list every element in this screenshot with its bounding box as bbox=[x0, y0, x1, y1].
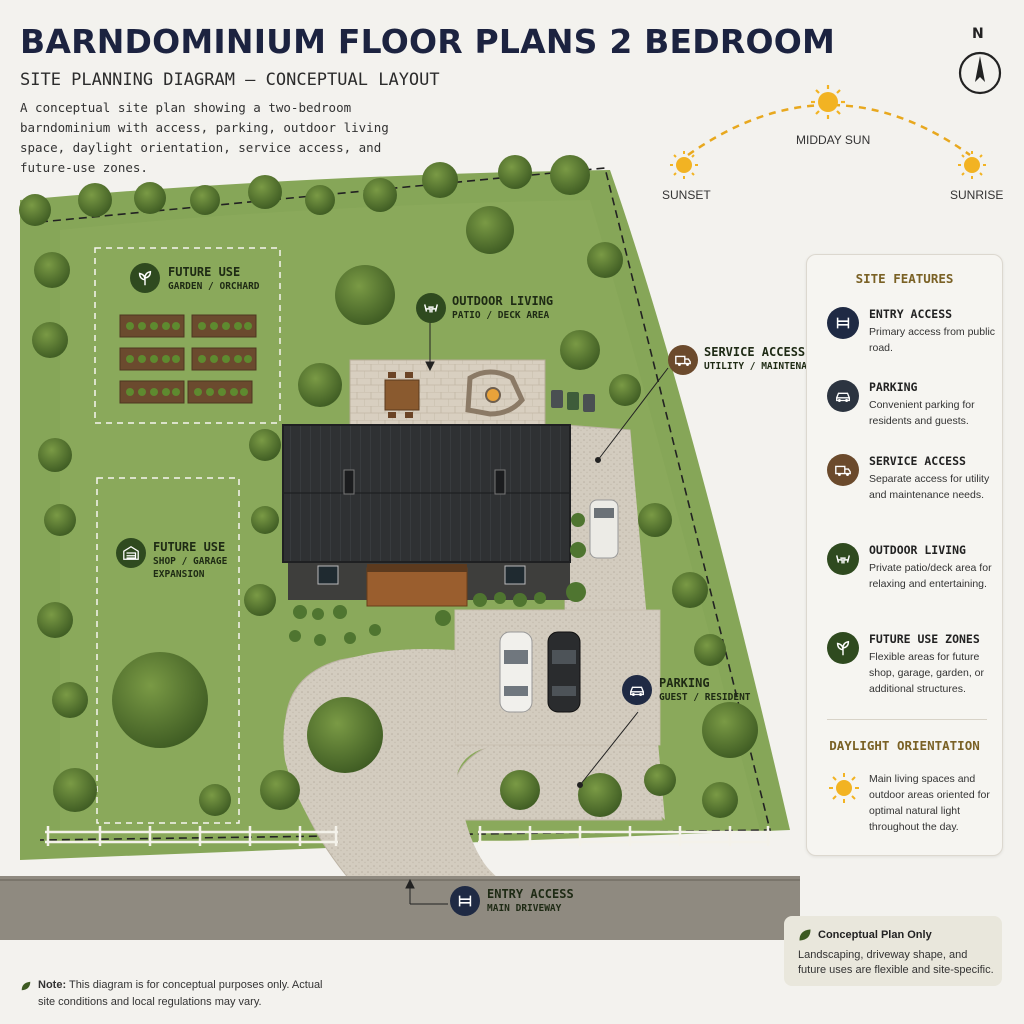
feature-title: PARKING bbox=[869, 380, 918, 394]
leaf-icon bbox=[799, 929, 811, 941]
sun-path-arc bbox=[670, 85, 986, 179]
outdoor-living-label: OUTDOOR LIVING PATIO / DECK AREA bbox=[452, 294, 553, 321]
fence-right bbox=[478, 826, 770, 846]
sun-icon bbox=[958, 151, 986, 179]
dining-table bbox=[384, 372, 420, 418]
fence-left bbox=[45, 826, 338, 846]
future-shop-zone bbox=[96, 477, 240, 824]
sun-icon bbox=[670, 151, 698, 179]
leaf-icon bbox=[21, 981, 31, 991]
conceptual-plan-note: Conceptual Plan Only Landscaping, drivew… bbox=[784, 916, 1002, 986]
garden-beds bbox=[119, 314, 257, 404]
sprout-icon bbox=[827, 632, 859, 664]
conceptual-plan-title: Conceptual Plan Only bbox=[818, 929, 932, 941]
sun-icon bbox=[811, 85, 845, 119]
feature-title: FUTURE USE ZONES bbox=[869, 632, 980, 646]
public-road bbox=[0, 876, 800, 940]
future-shop-label: FUTURE USE SHOP / GARAGE EXPANSION bbox=[153, 540, 227, 580]
future-garden-subtitle: GARDEN / ORCHARD bbox=[168, 281, 260, 292]
shrubs bbox=[289, 513, 586, 646]
midday-sun-label: MIDDAY SUN bbox=[796, 133, 871, 147]
patio-deck bbox=[349, 359, 546, 427]
future-shop-subtitle: SHOP / GARAGE bbox=[153, 556, 228, 567]
car-icon bbox=[827, 380, 859, 412]
van bbox=[589, 499, 619, 559]
north-label: N bbox=[972, 26, 984, 42]
car-icon bbox=[622, 675, 652, 705]
white-car bbox=[499, 631, 533, 713]
future-garden-title: FUTURE USE bbox=[168, 265, 241, 279]
future-garden-zone bbox=[94, 247, 281, 424]
trees bbox=[19, 155, 758, 818]
page-description: A conceptual site plan showing a two-bed… bbox=[20, 100, 389, 175]
garage-icon bbox=[116, 538, 146, 568]
daylight-orientation-title: DAYLIGHT ORIENTATION bbox=[829, 738, 980, 753]
parking-title: PARKING bbox=[659, 676, 710, 690]
future-shop-subtitle-2: EXPANSION bbox=[153, 569, 205, 580]
feature-title: ENTRY ACCESS bbox=[869, 307, 953, 321]
conceptual-plan-description: Landscaping, driveway shape, and future … bbox=[798, 949, 994, 976]
sprout-icon bbox=[130, 263, 160, 293]
entry-access-label: ENTRY ACCESS MAIN DRIVEWAY bbox=[487, 887, 574, 914]
site-plan-illustration bbox=[0, 155, 800, 940]
sun-icon bbox=[829, 773, 859, 803]
footer-note: Note: This diagram is for conceptual pur… bbox=[20, 977, 340, 1011]
patio-chairs-icon bbox=[416, 293, 446, 323]
gate-icon bbox=[450, 886, 480, 916]
service-access-title: SERVICE ACCESS bbox=[704, 345, 806, 359]
fire-pit-seating bbox=[465, 369, 525, 417]
entry-access-title: ENTRY ACCESS bbox=[487, 887, 574, 901]
daylight-description: Main living spaces and outdoor areas ori… bbox=[869, 773, 990, 833]
panel-divider bbox=[827, 719, 987, 720]
sunset-label: SUNSET bbox=[662, 188, 711, 202]
outdoor-living-subtitle: PATIO / DECK AREA bbox=[452, 310, 550, 321]
feature-description: Convenient parking for residents and gue… bbox=[869, 399, 975, 427]
feature-description: Primary access from public road. bbox=[869, 326, 996, 354]
leader-lines bbox=[405, 322, 669, 905]
feature-title: SERVICE ACCESS bbox=[869, 454, 966, 468]
sunrise-label: SUNRISE bbox=[950, 188, 1004, 202]
service-access-label: SERVICE ACCESS UTILITY / MAINTENANCE bbox=[704, 345, 824, 372]
site-features-title: SITE FEATURES bbox=[855, 271, 954, 286]
feature-description: Flexible areas for future shop, garage, … bbox=[869, 651, 984, 695]
feature-title: OUTDOOR LIVING bbox=[869, 543, 966, 557]
footer-note-text: This diagram is for conceptual purposes … bbox=[38, 979, 323, 1008]
parking-subtitle: GUEST / RESIDENT bbox=[659, 692, 751, 703]
utility-bins bbox=[551, 390, 595, 412]
patio-chairs-icon bbox=[827, 543, 859, 575]
gate-icon bbox=[827, 307, 859, 339]
van-icon bbox=[668, 345, 698, 375]
feature-description: Separate access for utility and maintena… bbox=[869, 473, 990, 501]
future-shop-title: FUTURE USE bbox=[153, 540, 226, 554]
service-access-subtitle: UTILITY / MAINTENANCE bbox=[704, 361, 825, 372]
van-icon bbox=[827, 454, 859, 486]
black-car bbox=[547, 631, 581, 713]
front-porch bbox=[366, 567, 468, 607]
entry-access-subtitle: MAIN DRIVEWAY bbox=[487, 903, 562, 914]
parking-label: PARKING GUEST / RESIDENT bbox=[659, 676, 751, 703]
feature-description: Private patio/deck area for relaxing and… bbox=[869, 562, 992, 590]
future-garden-label: FUTURE USE GARDEN / ORCHARD bbox=[168, 265, 260, 292]
page-subtitle: SITE PLANNING DIAGRAM – CONCEPTUAL LAYOU… bbox=[20, 70, 440, 90]
north-arrow-icon bbox=[958, 51, 1002, 95]
site-features-panel: SITE FEATURES ENTRY ACCESS Primary acces… bbox=[806, 254, 1003, 856]
page-title: BARNDOMINIUM FLOOR PLANS 2 BEDROOM bbox=[20, 22, 836, 61]
footer-note-label: Note: bbox=[38, 979, 67, 991]
outdoor-living-title: OUTDOOR LIVING bbox=[452, 294, 554, 308]
